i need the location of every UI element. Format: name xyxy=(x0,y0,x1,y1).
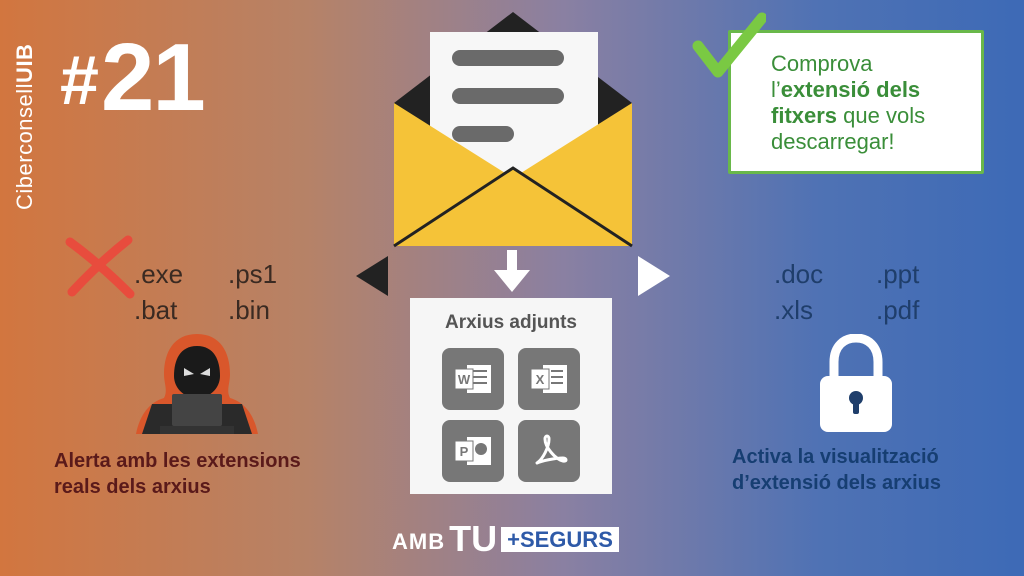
powerpoint-icon[interactable]: P xyxy=(442,420,504,482)
down-arrow-icon xyxy=(494,250,530,292)
ext-exe: .exe xyxy=(134,259,184,289)
footer-tu: TU xyxy=(449,518,498,559)
hacker-icon xyxy=(136,334,258,434)
tip-line3-bold: fitxers xyxy=(771,103,838,128)
cross-icon xyxy=(65,235,135,299)
word-icon[interactable]: W xyxy=(442,348,504,410)
svg-text:P: P xyxy=(460,444,469,459)
left-caption-line1: Alerta amb les extensions xyxy=(54,450,301,472)
tip-line3-rest: que vols xyxy=(837,103,926,128)
tip-text: Comprova l’extensió dels fitxers que vol… xyxy=(771,51,981,155)
left-caption-line2: reals dels arxius xyxy=(54,476,211,498)
tip-box: Comprova l’extensió dels fitxers que vol… xyxy=(728,30,984,174)
left-caption: Alerta amb les extensions reals dels arx… xyxy=(54,448,301,500)
tip-line4: descarregar! xyxy=(771,129,895,154)
ext-bat: .bat xyxy=(134,295,178,325)
attachments-title: Arxius adjunts xyxy=(445,312,577,333)
ext-ppt: .ppt xyxy=(876,259,920,289)
brand-label: CiberconsellUIB xyxy=(12,44,38,210)
ext-pdf: .pdf xyxy=(876,295,920,325)
ext-bin: .bin xyxy=(228,295,270,325)
number-value: 21 xyxy=(100,24,206,131)
tip-line1: Comprova xyxy=(771,51,873,76)
svg-text:W: W xyxy=(458,372,471,387)
hash-symbol: # xyxy=(60,41,99,119)
envelope-icon xyxy=(393,12,633,248)
check-icon xyxy=(692,12,766,78)
lock-icon xyxy=(820,334,892,432)
brand-prefix: Ciberconsell xyxy=(12,82,37,210)
footer-segurs: +SEGURS xyxy=(501,527,619,552)
ext-ps1: .ps1 xyxy=(228,259,278,289)
svg-text:X: X xyxy=(536,372,545,387)
attachments-panel: Arxius adjunts W X P xyxy=(410,298,612,494)
right-caption-line1: Activa la visualització xyxy=(732,446,939,468)
tip-line2-pre: l’ xyxy=(771,77,781,102)
right-caption-line2: d’extensió dels arxius xyxy=(732,472,941,494)
right-caption: Activa la visualització d’extensió dels … xyxy=(732,444,941,496)
ext-doc: .doc xyxy=(774,259,824,289)
left-arrow-icon xyxy=(356,256,388,296)
tip-line2-bold: extensió dels xyxy=(780,77,921,102)
brand-suffix: UIB xyxy=(12,43,37,83)
pdf-icon[interactable] xyxy=(518,420,580,482)
tip-number: #21 xyxy=(60,30,206,126)
ext-xls: .xls xyxy=(774,295,813,325)
footer-amb: AMB xyxy=(392,529,446,554)
right-arrow-icon xyxy=(638,256,670,296)
excel-icon[interactable]: X xyxy=(518,348,580,410)
